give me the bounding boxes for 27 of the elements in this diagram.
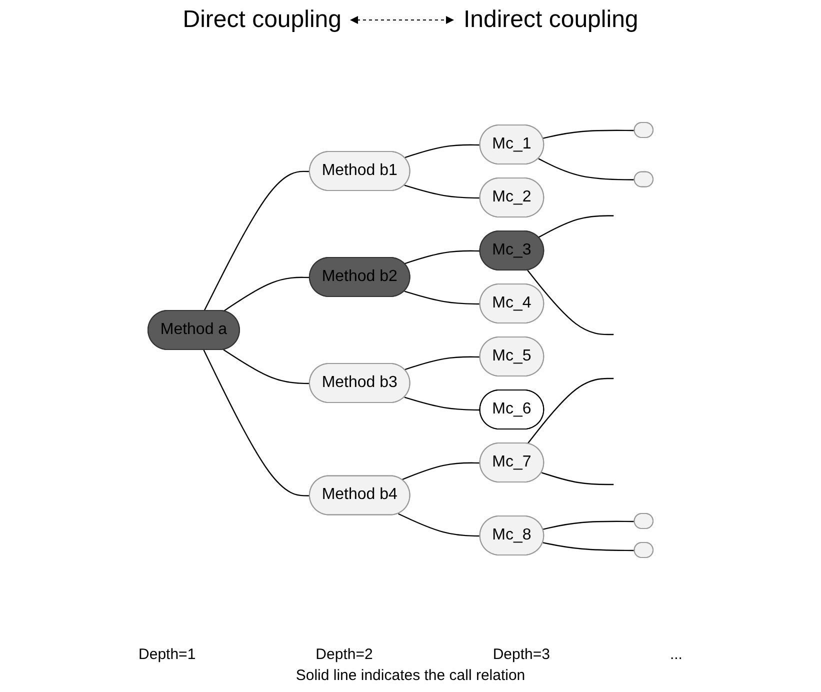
connector <box>404 144 480 158</box>
heading-label: Indirect coupling <box>463 6 638 34</box>
connector <box>404 184 480 199</box>
connector <box>538 158 634 180</box>
connector <box>542 130 634 139</box>
heading-label: Direct coupling <box>182 6 342 34</box>
depth-label: Depth=1 <box>138 646 196 663</box>
connector <box>401 462 480 480</box>
connector <box>222 276 310 312</box>
connector <box>202 350 310 496</box>
depth-label: Depth=2 <box>316 646 373 663</box>
caption: Solid line indicates the call relation <box>296 667 526 684</box>
depth-label: ... <box>670 646 682 663</box>
connector <box>404 250 480 264</box>
connector <box>404 290 480 305</box>
connector <box>526 378 614 444</box>
connector <box>526 270 614 336</box>
depth-label: Depth=3 <box>492 646 550 663</box>
connector <box>538 215 614 238</box>
connector <box>541 472 614 486</box>
connector <box>404 356 480 370</box>
connector <box>542 542 634 552</box>
connector <box>222 349 310 384</box>
connector <box>404 396 480 411</box>
connector <box>398 513 480 537</box>
connector <box>542 520 634 530</box>
connector <box>203 170 310 312</box>
